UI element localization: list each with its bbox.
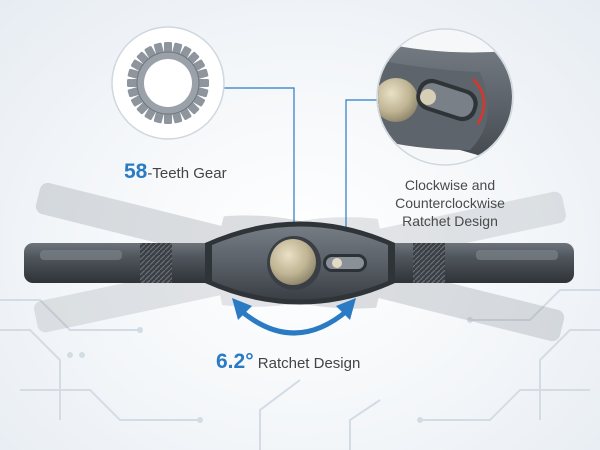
ratchet-angle-text: Ratchet Design [257, 355, 361, 372]
gear-callout [111, 26, 225, 140]
gear-icon [127, 42, 209, 124]
ratchet-angle-label: 6.2° Ratchet Design [216, 350, 360, 374]
direction-line-2: Counterclockwise [395, 195, 505, 211]
gear-teeth-label: 58-Teeth Gear [124, 160, 227, 184]
gear-teeth-count: 58 [124, 160, 148, 183]
rotation-arrow-icon [237, 307, 351, 336]
gear-teeth-text: -Teeth Gear [147, 165, 227, 182]
direction-line-1: Clockwise and [404, 177, 496, 193]
direction-line-3: Ratchet Design [402, 213, 498, 229]
ratchet-tool [24, 221, 574, 305]
zoom-callout [376, 28, 514, 166]
circuit-lines [0, 289, 600, 450]
callout-lines [213, 87, 379, 258]
ratchet-angle-value: 6.2° [216, 350, 254, 373]
direction-label: Clockwise and Counterclockwise Ratchet D… [380, 176, 520, 230]
